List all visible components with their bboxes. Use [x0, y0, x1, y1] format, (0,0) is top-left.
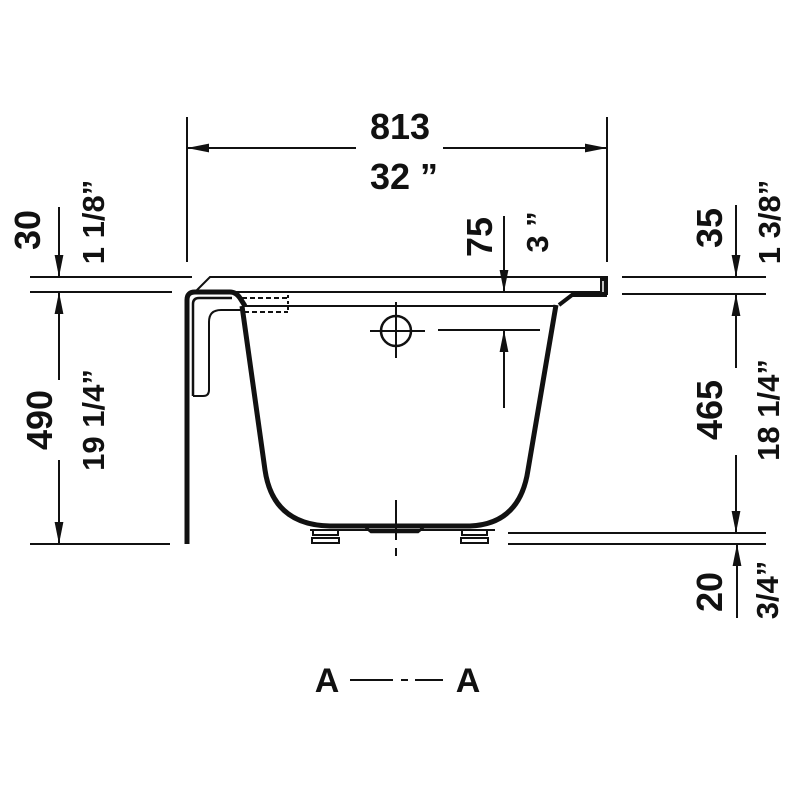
dimension-value-mm: 75 [459, 217, 500, 257]
dimension-value-inch: 18 1/4” [751, 359, 786, 461]
bathtub-section [184, 276, 608, 556]
section-label-right: A [456, 662, 481, 700]
tub-shell [239, 304, 559, 529]
dimension-value-mm: 30 [7, 210, 48, 250]
dimension-tub-depth: 465 18 1/4” [508, 294, 786, 534]
dimension-value-inch: 19 1/4” [76, 369, 111, 471]
dimension-overflow: 75 3 ” [438, 211, 555, 408]
apron-outer [184, 289, 248, 544]
dimension-value-inch: 3/4” [750, 561, 785, 620]
foot-left [311, 529, 340, 544]
section-label: A A [315, 662, 481, 700]
dimension-value-mm: 465 [689, 380, 730, 440]
dimension-value-mm: 20 [689, 572, 730, 612]
dimension-value-inch: 1 1/8” [76, 180, 111, 264]
overflow-hole-icon [370, 302, 425, 358]
dimension-value-mm: 813 [370, 106, 430, 147]
apron-return [193, 309, 242, 397]
foot-right [460, 529, 489, 544]
dimension-rim-right: 35 1 3/8” [622, 180, 787, 295]
dimension-value-mm: 490 [19, 390, 60, 450]
dimension-rim-left: 30 1 1/8” [7, 180, 192, 293]
dimension-overall-width: 813 32 ” [186, 106, 608, 262]
dimension-value-mm: 35 [689, 208, 730, 248]
dimension-value-inch: 32 ” [370, 156, 438, 197]
rim-top-edge [195, 276, 608, 292]
section-label-left: A [315, 662, 340, 700]
dimension-value-inch: 1 3/8” [752, 180, 787, 264]
rim-step-right [557, 293, 607, 307]
rim-end-right [600, 277, 608, 295]
dimension-foot-height: 20 3/4” [508, 543, 785, 620]
dimension-total-height: 490 19 1/4” [19, 292, 170, 545]
dimension-value-inch: 3 ” [520, 211, 555, 252]
apron-inner [191, 296, 232, 396]
